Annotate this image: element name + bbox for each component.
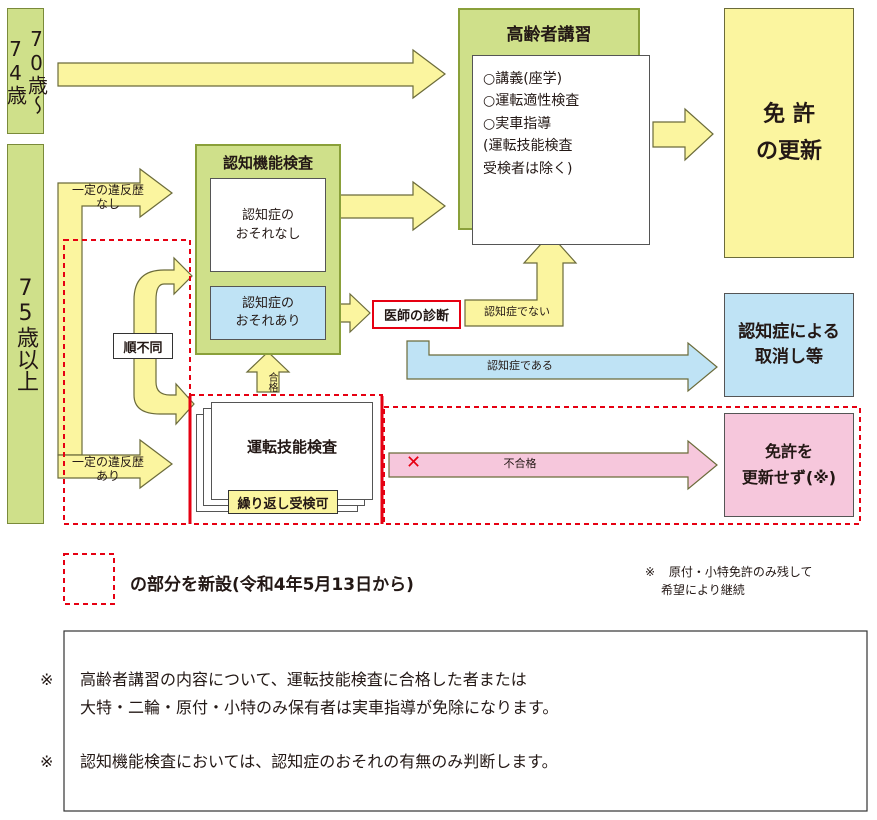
arrow-pass <box>245 351 291 393</box>
course-item: ○実車指導 <box>483 115 552 132</box>
legend-text: の部分を新設(令和4年5月13日から) <box>130 575 414 595</box>
legend-note: ※ 原付・小特免許のみ残して 希望により継続 <box>645 563 813 599</box>
label-with-violation: 一定の違反歴 あり <box>71 455 144 483</box>
arrow-order-free <box>133 256 195 426</box>
revocation-line1: 認知症による <box>738 321 840 342</box>
note-item: ※ 認知機能検査においては、認知症のおそれの有無のみ判断します。 <box>40 748 840 776</box>
label-fail: 不合格 <box>503 457 537 470</box>
arrow-fail <box>388 439 718 491</box>
course-item: 受検者は除く) <box>483 160 573 177</box>
label-pass: 合格 <box>266 372 277 392</box>
label-not-dementia: 認知症でない <box>484 305 550 318</box>
label-is-dementia: 認知症である <box>487 359 553 372</box>
driving-test-card: 運転技能検査 <box>211 402 373 500</box>
age-75-plus-box: 75歳以上 <box>7 144 44 524</box>
elderly-course-title: 高齢者講習 <box>506 25 592 45</box>
age-75-plus-label: 75歳以上 <box>13 276 39 392</box>
arrow-no-risk-to-course <box>332 180 446 232</box>
note-line: 認知機能検査においては、認知症のおそれの有無のみ判断します。 <box>80 752 558 771</box>
risk-box: 認知症の おそれあり <box>210 286 326 340</box>
legend-note-mark: ※ <box>645 565 656 579</box>
renewal-line2: の更新 <box>755 139 822 164</box>
license-renewal-box: 免 許 の更新 <box>724 8 854 258</box>
notes-frame <box>63 630 868 812</box>
doctor-diagnosis-box: 医師の診断 <box>372 300 461 329</box>
repeat-allowed-badge: 繰り返し受検可 <box>228 490 338 514</box>
no-renewal-line2: 更新せず(※) <box>741 468 837 487</box>
age-70-74-box: 70歳〜74歳 <box>3 8 49 134</box>
course-item: (運転技能検査 <box>483 138 573 155</box>
arrow-course-to-renewal <box>652 107 714 162</box>
no-risk-box: 認知症の おそれなし <box>210 178 326 272</box>
new-region-dashed-right <box>383 406 861 525</box>
arrow-70-74-to-course <box>57 48 446 100</box>
renewal-line1: 免 許 <box>763 101 815 127</box>
elderly-course-items: ○講義(座学) ○運転適性検査 ○実車指導 (運転技能検査 受検者は除く) <box>472 55 650 245</box>
legend-note-line2: 希望により継続 <box>661 583 745 597</box>
no-renewal-line1: 免許を <box>764 442 813 462</box>
note-line: 大特・二輪・原付・小特のみ保有者は実車指導が免除になります。 <box>80 698 559 717</box>
cognitive-test-title: 認知機能検査 <box>222 154 313 172</box>
revocation-line2: 取消し等 <box>755 347 823 367</box>
note-line: 高齢者講習の内容について、運転技能検査に合格した者または <box>80 670 527 689</box>
note-item: ※ 高齢者講習の内容について、運転技能検査に合格した者または 大特・二輪・原付・… <box>40 666 840 722</box>
age-70-74-label: 70歳〜74歳 <box>3 27 49 115</box>
note-mark: ※ <box>40 752 54 771</box>
label-no-violation: 一定の違反歴 なし <box>71 183 144 211</box>
new-region-dashed-left <box>63 239 191 525</box>
course-item: ○講義(座学) <box>483 71 563 87</box>
note-mark: ※ <box>40 670 54 689</box>
driving-test-title: 運転技能検査 <box>246 438 337 456</box>
course-item: ○運転適性検査 <box>483 93 580 110</box>
arrow-75-with-violation <box>57 438 173 490</box>
cognitive-test-frame: 認知機能検査 認知症の おそれなし 認知症の おそれあり <box>195 144 341 355</box>
legend-dashed-box <box>63 553 115 605</box>
elderly-course-frame: 高齢者講習 ○講義(座学) ○運転適性検査 ○実車指導 (運転技能検査 受検者は… <box>458 8 650 245</box>
arrow-is-dementia <box>406 340 718 393</box>
arrow-not-dementia <box>464 233 578 327</box>
legend-note-line1: 原付・小特免許のみ残して <box>668 565 813 579</box>
notes-list: ※ 高齢者講習の内容について、運転技能検査に合格した者または 大特・二輪・原付・… <box>40 666 840 776</box>
order-free-badge: 順不同 <box>113 333 173 359</box>
fail-x-icon: ✕ <box>406 452 422 473</box>
no-renewal-box: 免許を 更新せず(※) <box>724 413 854 517</box>
revocation-box: 認知症による 取消し等 <box>724 293 854 397</box>
